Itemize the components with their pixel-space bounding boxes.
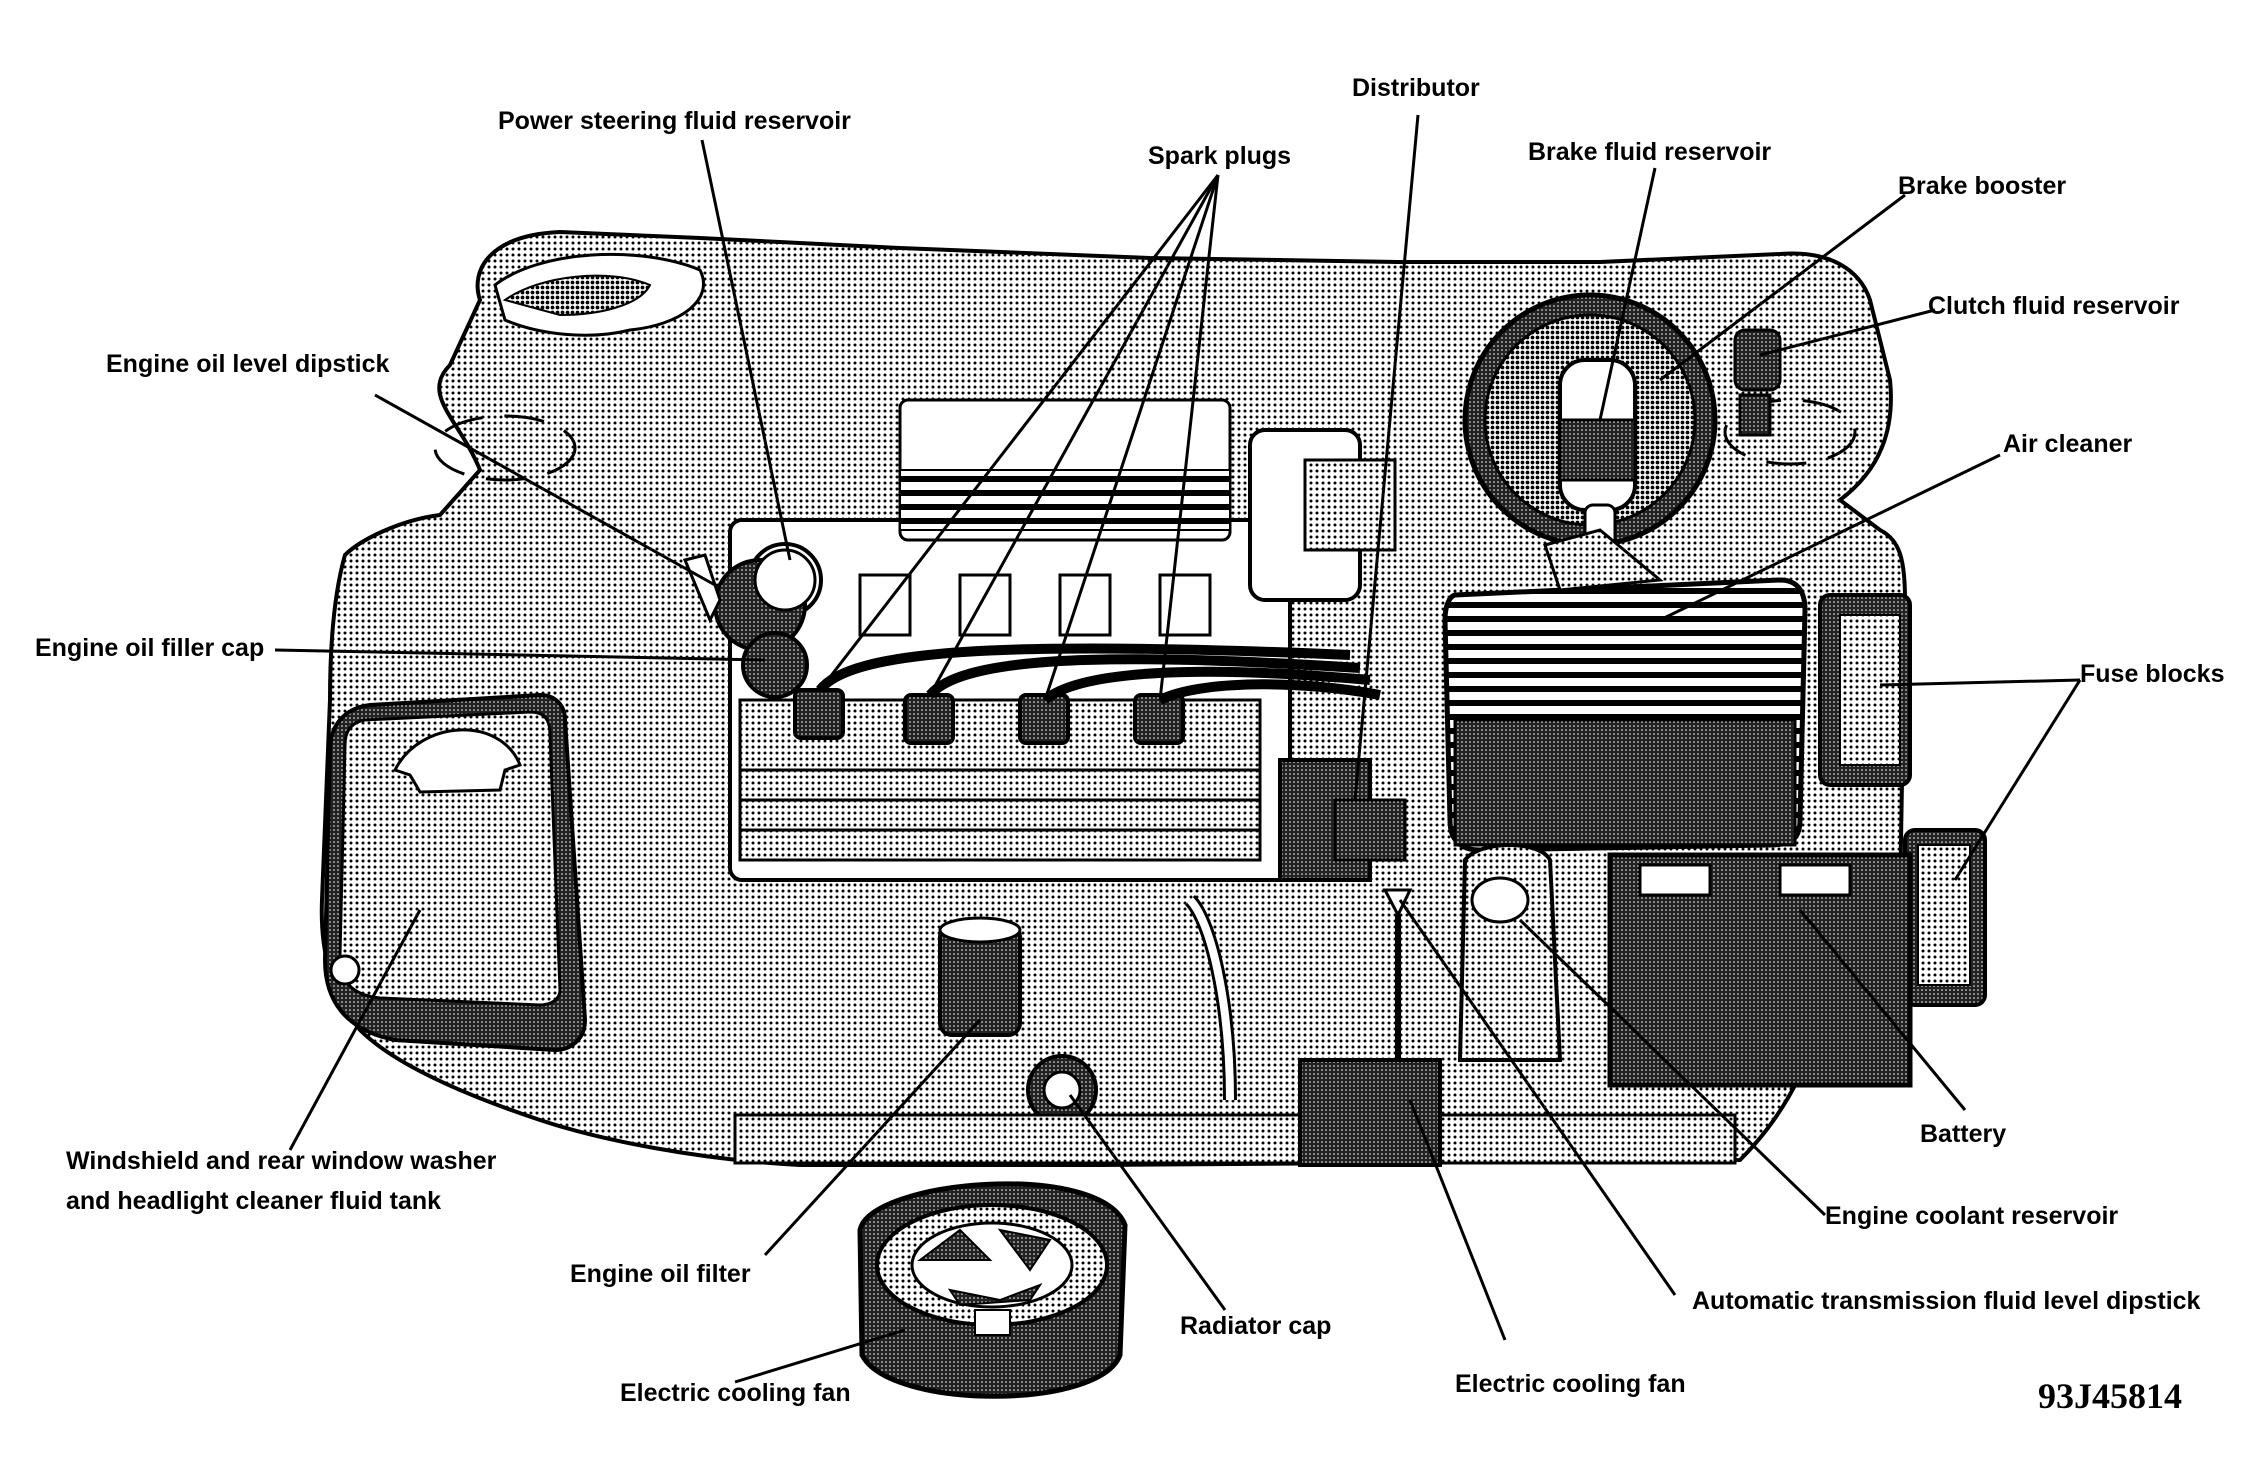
label-power-steering: Power steering fluid reservoir bbox=[498, 107, 851, 135]
coolant-reservoir bbox=[1457, 843, 1563, 1062]
label-fan-left: Electric cooling fan bbox=[620, 1379, 851, 1407]
clutch-fluid-reservoir bbox=[1733, 328, 1782, 392]
left-cooling-fan bbox=[857, 1181, 1128, 1399]
figure-code: 93J45814 bbox=[2038, 1376, 2182, 1416]
label-fuse-blocks: Fuse blocks bbox=[2080, 660, 2225, 688]
label-washer-line2: and headlight cleaner fluid tank bbox=[66, 1187, 442, 1215]
label-fan-right: Electric cooling fan bbox=[1455, 1370, 1686, 1398]
label-oil-filler: Engine oil filler cap bbox=[35, 634, 265, 662]
label-washer-line1: Windshield and rear window washer bbox=[66, 1147, 497, 1175]
atf-dipstick bbox=[1382, 888, 1413, 919]
label-atf-dipstick: Automatic transmission fluid level dipst… bbox=[1692, 1287, 2201, 1315]
oil-filler-cap bbox=[741, 631, 809, 699]
right-cooling-fan bbox=[1298, 1058, 1442, 1167]
label-radiator-cap: Radiator cap bbox=[1180, 1312, 1332, 1340]
label-brake-booster: Brake booster bbox=[1898, 172, 2067, 200]
label-air-cleaner: Air cleaner bbox=[2003, 430, 2133, 458]
label-distributor: Distributor bbox=[1352, 74, 1480, 102]
label-brake-fluid: Brake fluid reservoir bbox=[1528, 138, 1772, 166]
label-clutch-fluid: Clutch fluid reservoir bbox=[1928, 292, 2180, 320]
label-coolant-reservoir: Engine coolant reservoir bbox=[1825, 1202, 2119, 1230]
leader-lines bbox=[274, 114, 2082, 1384]
label-battery: Battery bbox=[1920, 1120, 2007, 1148]
label-spark-plugs: Spark plugs bbox=[1148, 142, 1292, 170]
label-oil-filter: Engine oil filter bbox=[570, 1260, 751, 1288]
label-oil-dipstick: Engine oil level dipstick bbox=[106, 350, 390, 378]
ignition-wires bbox=[816, 643, 1381, 705]
